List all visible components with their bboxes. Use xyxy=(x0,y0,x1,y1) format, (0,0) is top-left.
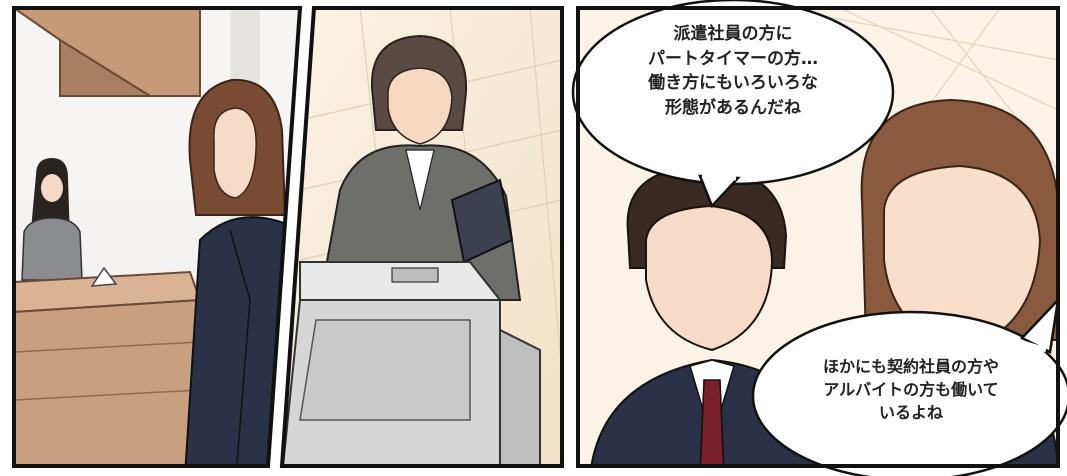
bubble-bottom-line-2: アルバイトの方も働いて xyxy=(823,380,999,400)
panel-2-border xyxy=(279,6,564,468)
panel-3-border xyxy=(576,6,1060,468)
necktie xyxy=(699,379,725,466)
bubble-top-line-4: 形態があるんだね xyxy=(665,97,801,118)
copy-machine xyxy=(282,261,541,466)
name-plate xyxy=(90,266,118,287)
receptionist-figure xyxy=(21,158,83,281)
bubble-top-line-1: 派遣社員の方に xyxy=(673,24,793,44)
panel-borders xyxy=(12,6,1060,468)
ceiling-beam xyxy=(14,8,201,97)
speech-bubble-top xyxy=(571,0,895,209)
control-panel xyxy=(391,267,439,283)
bubble-bottom-line-1: ほかにも契約社員の方や xyxy=(822,357,999,376)
panel-2-copy-machine xyxy=(282,8,562,466)
speech-bubble-top-text: 派遣社員の方に パートタイマーの方… 働き方にもいろいろな 形態があるんだね xyxy=(603,22,863,121)
bubble-top-line-3: 働き方にもいろいろな xyxy=(648,73,818,94)
bubble-bottom-line-3: いるよね xyxy=(878,403,943,423)
panel-1-office-entrance xyxy=(14,8,300,466)
reception-counter xyxy=(14,266,202,466)
bubble-top-line-2: パートタイマーの方… xyxy=(648,48,818,69)
panel-1-border xyxy=(12,6,303,468)
speech-bubble-bottom xyxy=(751,296,1067,476)
speech-bubble-bottom-text: ほかにも契約社員の方や アルバイトの方も働いて いるよね xyxy=(791,355,1031,425)
binder xyxy=(450,178,514,264)
